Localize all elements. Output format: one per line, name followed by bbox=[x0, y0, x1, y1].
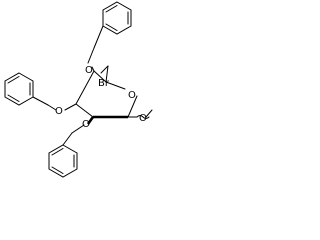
benzyl-group-bottom bbox=[48, 124, 85, 178]
ring-bond bbox=[75, 103, 94, 118]
atom-label-ring-oxygen: O bbox=[128, 90, 136, 101]
c4-to-oxygen-bond bbox=[91, 66, 95, 72]
benzene-ring-bottom bbox=[48, 144, 78, 178]
atom-label-o-top: O bbox=[85, 65, 93, 76]
ether-bond bbox=[71, 124, 85, 134]
ether-bond bbox=[87, 47, 95, 64]
c5-to-ch2-bond bbox=[105, 65, 109, 83]
aromatic-double-bond bbox=[7, 94, 20, 102]
benzyl-ch2-bond bbox=[93, 25, 104, 49]
ring-bond bbox=[75, 70, 95, 105]
atom-label-o-left: O bbox=[55, 106, 63, 117]
bold-wedge-stub bbox=[86, 116, 95, 125]
ring-bond bbox=[93, 70, 107, 83]
pyranose-ring bbox=[75, 70, 138, 125]
benzyl-ch2-bond bbox=[32, 96, 49, 106]
atom-label-o-bottom: O bbox=[82, 119, 90, 130]
benzyl-group-top bbox=[87, 1, 132, 64]
ch2-to-br-bond bbox=[100, 65, 109, 74]
aromatic-double-bond bbox=[51, 166, 64, 174]
aromatic-double-bond bbox=[51, 148, 64, 156]
aromatic-double-bond bbox=[7, 76, 20, 84]
structure-diagram: O Br O O O O bbox=[0, 0, 159, 184]
ring-bond-from-oxygen bbox=[127, 95, 138, 118]
ring-bond-to-oxygen bbox=[105, 81, 126, 90]
c3-to-oxygen-bond bbox=[64, 103, 77, 111]
benzene-ring-top bbox=[102, 1, 132, 35]
benzyl-ch2-bond bbox=[62, 132, 73, 146]
aromatic-double-bond bbox=[105, 5, 118, 13]
atom-label-o-methoxy: O bbox=[139, 113, 147, 124]
aromatic-double-bond bbox=[105, 23, 118, 31]
atom-label-br: Br bbox=[98, 78, 110, 89]
benzene-ring-left bbox=[4, 72, 34, 106]
methyl-bond bbox=[145, 109, 153, 118]
benzyl-group-left bbox=[4, 72, 57, 111]
molecule-drawing: O Br O O O O bbox=[4, 1, 153, 178]
ether-bond bbox=[47, 104, 57, 111]
wavy-bond bbox=[136, 115, 150, 119]
